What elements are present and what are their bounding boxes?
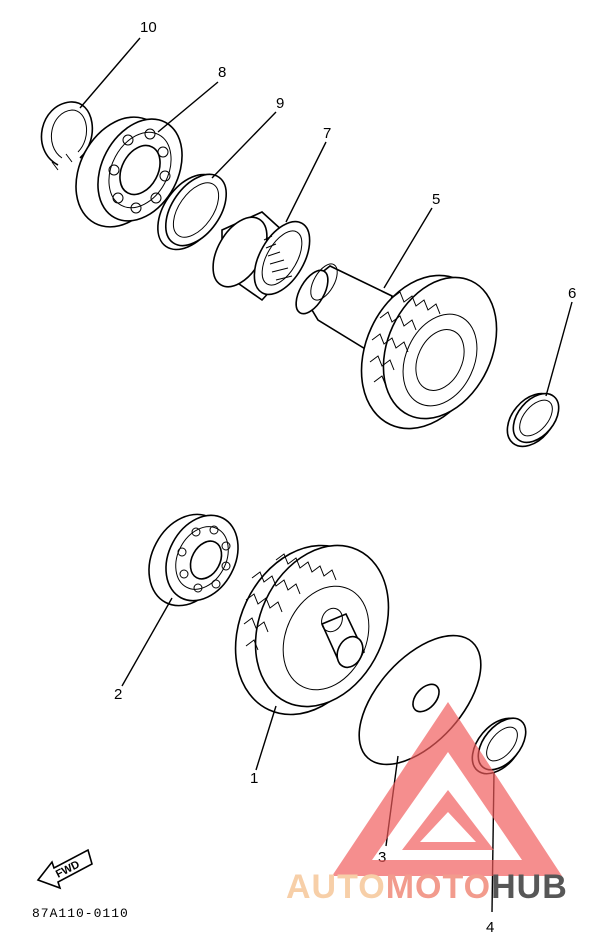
callout-5: 5 bbox=[432, 191, 440, 208]
callout-7: 7 bbox=[323, 125, 331, 142]
part-gear-1 bbox=[234, 544, 390, 716]
watermark-logo: AUTOMOTOHUB bbox=[286, 702, 568, 906]
callout-10: 10 bbox=[140, 19, 157, 36]
watermark-triangle-icon bbox=[332, 702, 562, 876]
callout-6: 6 bbox=[568, 285, 576, 302]
part-collar-6 bbox=[506, 392, 560, 448]
watermark-hub: HUB bbox=[491, 868, 568, 906]
part-washer-4 bbox=[471, 717, 527, 775]
part-collar-9 bbox=[157, 173, 228, 251]
svg-text:AUTOMOTOHUB: AUTOMOTOHUB bbox=[286, 868, 568, 906]
watermark-auto: AUTO bbox=[286, 868, 386, 906]
part-washer-3 bbox=[358, 634, 482, 766]
part-bearing-2 bbox=[148, 513, 239, 607]
callout-8: 8 bbox=[218, 64, 226, 81]
part-circlip-10 bbox=[40, 101, 94, 171]
callout-9: 9 bbox=[276, 95, 284, 112]
part-bearing-8 bbox=[75, 116, 183, 228]
drawing-code: 87A110-0110 bbox=[32, 906, 129, 921]
callout-4: 4 bbox=[486, 919, 494, 936]
callout-3: 3 bbox=[378, 849, 386, 866]
callout-1: 1 bbox=[250, 770, 258, 787]
part-gear-shaft-5 bbox=[295, 263, 498, 430]
fwd-arrow-icon: FWD bbox=[36, 848, 93, 890]
watermark-moto: MOTO bbox=[386, 868, 491, 906]
part-needle-bearing-7 bbox=[212, 211, 311, 302]
callout-2: 2 bbox=[114, 686, 122, 703]
